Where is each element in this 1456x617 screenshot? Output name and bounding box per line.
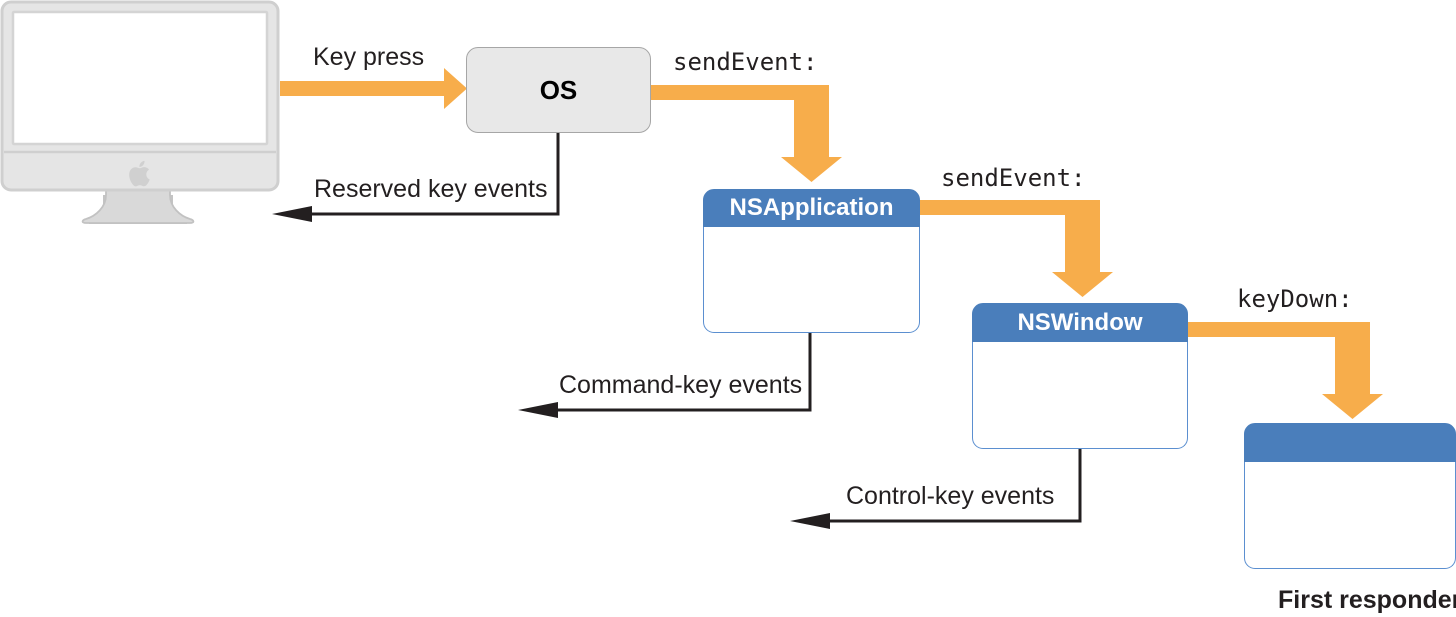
node-os[interactable]: OS xyxy=(466,47,651,133)
node-nsapplication-body xyxy=(703,227,920,333)
arrow-sendevent-application xyxy=(650,85,842,182)
return-arrow-reserved-key-events xyxy=(272,132,560,222)
node-nsapplication-header: NSApplication xyxy=(703,189,920,227)
label-command-key-events: Command-key events xyxy=(559,371,803,399)
label-control-key-events: Control-key events xyxy=(846,482,1055,510)
node-nswindow[interactable]: NSWindow xyxy=(972,303,1188,449)
node-nswindow-body xyxy=(972,342,1188,449)
arrow-key-press xyxy=(280,68,467,109)
node-nswindow-label: NSWindow xyxy=(1017,308,1143,336)
node-first-responder-caption: First responder xyxy=(1278,586,1456,614)
arrow-sendevent-window xyxy=(918,200,1113,297)
node-first-responder-header xyxy=(1244,423,1456,462)
node-first-responder[interactable] xyxy=(1244,423,1456,569)
node-nsapplication-label: NSApplication xyxy=(729,194,894,221)
node-nsapplication[interactable]: NSApplication xyxy=(703,189,920,333)
apple-logo-icon xyxy=(129,160,150,187)
label-reserved-key-events: Reserved key events xyxy=(314,175,548,203)
monitor-icon xyxy=(0,0,280,224)
label-key-press: Key press xyxy=(313,43,425,71)
arrow-keydown-first-responder xyxy=(1186,322,1383,419)
node-nswindow-header: NSWindow xyxy=(972,303,1188,342)
label-sendevent-window: sendEvent: xyxy=(941,164,1086,192)
return-arrow-command-key-events xyxy=(518,332,812,418)
return-arrow-control-key-events xyxy=(790,448,1082,529)
node-os-label: OS xyxy=(539,74,578,105)
label-sendevent-application: sendEvent: xyxy=(673,48,818,76)
node-first-responder-body xyxy=(1244,462,1456,569)
label-keydown: keyDown: xyxy=(1237,285,1353,313)
